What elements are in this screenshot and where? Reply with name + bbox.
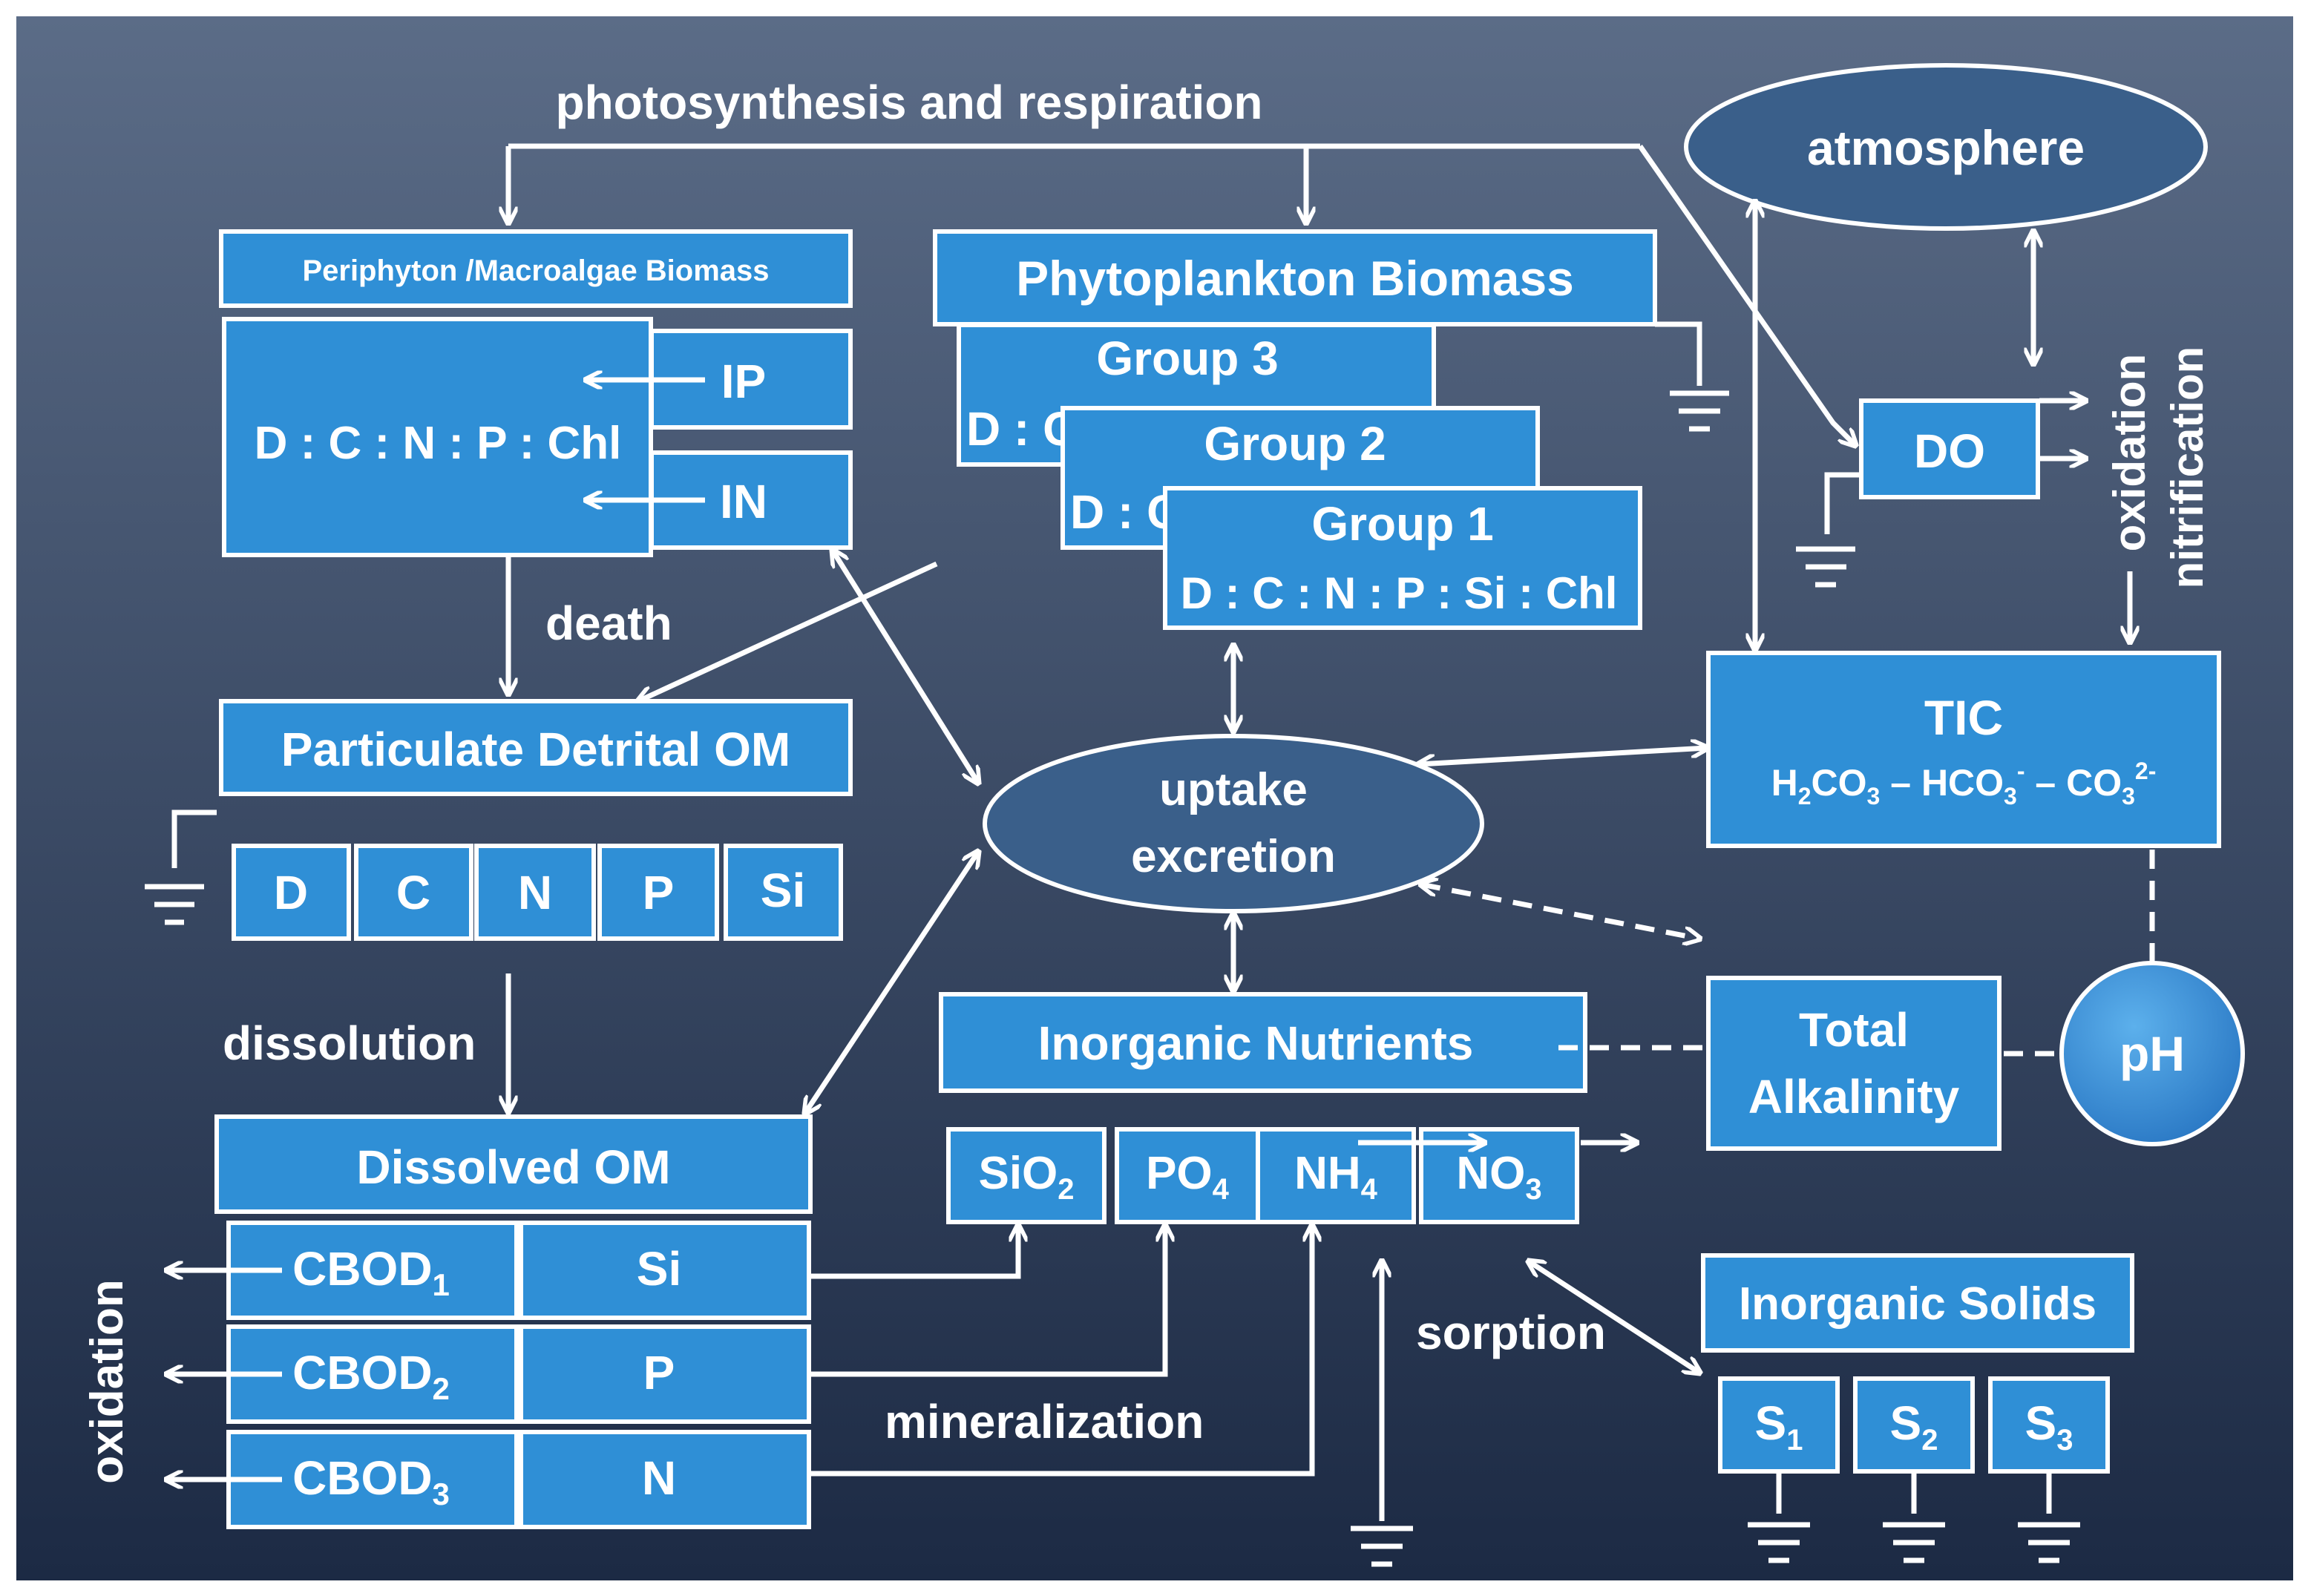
group1-label: Group 1 xyxy=(1311,497,1493,551)
phytoplankton-label: Phytoplankton Biomass xyxy=(1016,251,1574,306)
inorganic-solids-box xyxy=(1701,1253,2134,1353)
sio2-label: SiO2 xyxy=(978,1148,1074,1206)
uptake-label: uptake xyxy=(1159,764,1308,815)
pd-c-label: C xyxy=(396,866,430,919)
si-mineralization-arrow xyxy=(810,1226,1018,1279)
dom-n-label: N xyxy=(642,1451,676,1505)
sorption-arrow xyxy=(1529,1261,1699,1373)
do-ground-icon xyxy=(1796,546,1855,588)
mineralization-label: mineralization xyxy=(885,1395,1204,1448)
cbod2-label: CBOD2 xyxy=(292,1346,450,1406)
death-label: death xyxy=(545,597,672,650)
dissolved-om-box xyxy=(214,1114,813,1214)
phyto-ground-icon xyxy=(1670,390,1729,432)
tic-label: TIC xyxy=(1924,690,2003,745)
group1-box xyxy=(1163,486,1642,630)
cbod3-label: CBOD3 xyxy=(292,1451,450,1511)
oxidation-left-label: oxidation xyxy=(82,1279,133,1484)
pd-c-box xyxy=(354,844,473,941)
phytoplankton-box xyxy=(933,229,1657,326)
pdom-ground-icon xyxy=(145,884,204,925)
periphyton-label: Periphyton /Macroalgae Biomass xyxy=(302,254,769,287)
periphyton-uptake-arrow xyxy=(833,551,978,783)
s3-ground-icon xyxy=(2018,1522,2080,1563)
uptake-excretion-ellipse xyxy=(983,734,1484,913)
group3-label: Group 3 xyxy=(1096,332,1278,385)
s1-label: S1 xyxy=(1755,1396,1803,1457)
periphyton-ratio-box xyxy=(222,317,653,557)
nh4-label: NH4 xyxy=(1294,1148,1378,1206)
atmosphere-label: atmosphere xyxy=(1807,120,2085,175)
inorganic-nutrients-label: Inorganic Nutrients xyxy=(1038,1017,1474,1070)
atmosphere-ellipse xyxy=(1684,63,2208,231)
do-label: DO xyxy=(1914,424,1985,478)
in-label: IN xyxy=(720,475,767,528)
dom-uptake-arrow xyxy=(805,852,978,1113)
po4-label: PO4 xyxy=(1146,1148,1230,1206)
pd-d-box xyxy=(232,844,351,941)
periphyton-box xyxy=(219,229,853,308)
s3-label: S3 xyxy=(2025,1396,2073,1457)
dom-p-label: P xyxy=(643,1346,675,1399)
uptake-tic-arrow xyxy=(1419,748,1707,764)
dom-si-box xyxy=(519,1221,811,1320)
oxidation-right-label: oxidation xyxy=(2105,354,2154,552)
group3-ratio-fragment: D : C xyxy=(966,402,1077,456)
s1-box xyxy=(1718,1376,1840,1474)
photosynthesis-label: photosynthesis and respiration xyxy=(555,76,1262,129)
pd-n-box xyxy=(474,844,596,941)
group2-ratio-fragment: D : C xyxy=(1070,485,1181,539)
total-alkalinity-box xyxy=(1706,976,2002,1151)
sorption-label: sorption xyxy=(1416,1306,1606,1359)
periphyton-ratio-label: D : C : N : P : Chl xyxy=(255,418,622,469)
ph-circle xyxy=(2059,961,2245,1146)
tic-box xyxy=(1706,651,2221,848)
pd-si-label: Si xyxy=(761,864,805,917)
nutrient-ground-icon xyxy=(1351,1526,1413,1567)
s2-ground-icon xyxy=(1883,1522,1945,1563)
s2-box xyxy=(1853,1376,1975,1474)
nitrification-label: nitrification xyxy=(2163,347,2212,589)
excretion-label: excretion xyxy=(1131,831,1336,882)
dissolution-label: dissolution xyxy=(223,1017,476,1070)
inorganic-solids-label: Inorganic Solids xyxy=(1739,1278,2096,1330)
s1-ground-icon xyxy=(1748,1522,1810,1563)
pdom-label: Particulate Detrital OM xyxy=(281,723,790,776)
cbod1-label: CBOD1 xyxy=(292,1242,450,1302)
s2-label: S2 xyxy=(1890,1396,1938,1457)
total-label: Total xyxy=(1799,1003,1909,1057)
phyto-settling-line xyxy=(1655,321,1702,386)
ph-label: pH xyxy=(2120,1026,2185,1081)
ip-label: IP xyxy=(721,355,766,408)
do-settling-line xyxy=(1824,472,1861,534)
dissolved-om-label: Dissolved OM xyxy=(356,1140,670,1194)
n-mineralization-arrow xyxy=(810,1226,1312,1477)
do-box xyxy=(1859,398,2040,499)
alkalinity-label: Alkalinity xyxy=(1748,1070,1960,1123)
no3-label: NO3 xyxy=(1456,1148,1541,1206)
p-mineralization-arrow xyxy=(810,1226,1165,1377)
s3-box xyxy=(1988,1376,2110,1474)
nh4-box xyxy=(1256,1127,1416,1224)
group2-label: Group 2 xyxy=(1204,417,1386,470)
pd-n-label: N xyxy=(518,866,552,919)
uptake-alkalinity-arrow xyxy=(1421,884,1699,939)
arrow-to-do xyxy=(1638,144,1855,445)
inorganic-nutrients-box xyxy=(939,992,1587,1093)
sio2-box xyxy=(946,1127,1107,1224)
pd-p-label: P xyxy=(643,866,675,919)
pd-d-label: D xyxy=(274,866,308,919)
pdom-settling-line xyxy=(171,810,217,868)
group1-ratio-label: D : C : N : P : Si : Chl xyxy=(1181,568,1618,618)
tic-formula: H2CO3 – HCO3- – CO32- xyxy=(1771,758,2157,810)
pd-p-box xyxy=(597,844,719,941)
dom-si-label: Si xyxy=(637,1242,681,1295)
dom-n-box xyxy=(519,1430,811,1529)
dom-p-box xyxy=(519,1324,811,1424)
